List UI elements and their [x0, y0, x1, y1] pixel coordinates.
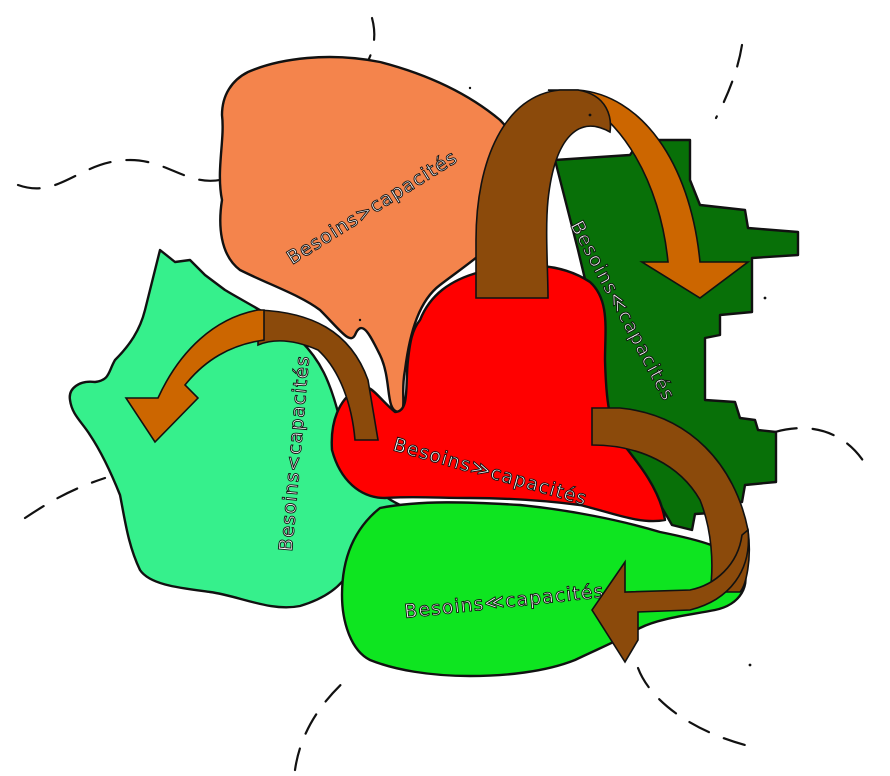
- dashed-line-bottom-right: [638, 668, 745, 745]
- dashed-line-bottom-left: [295, 678, 348, 770]
- dashed-line-left-bottom: [25, 478, 105, 518]
- dashed-line-top-right: [716, 45, 742, 118]
- dashed-line-right: [775, 428, 870, 472]
- dashed-line-left-top: [18, 160, 228, 188]
